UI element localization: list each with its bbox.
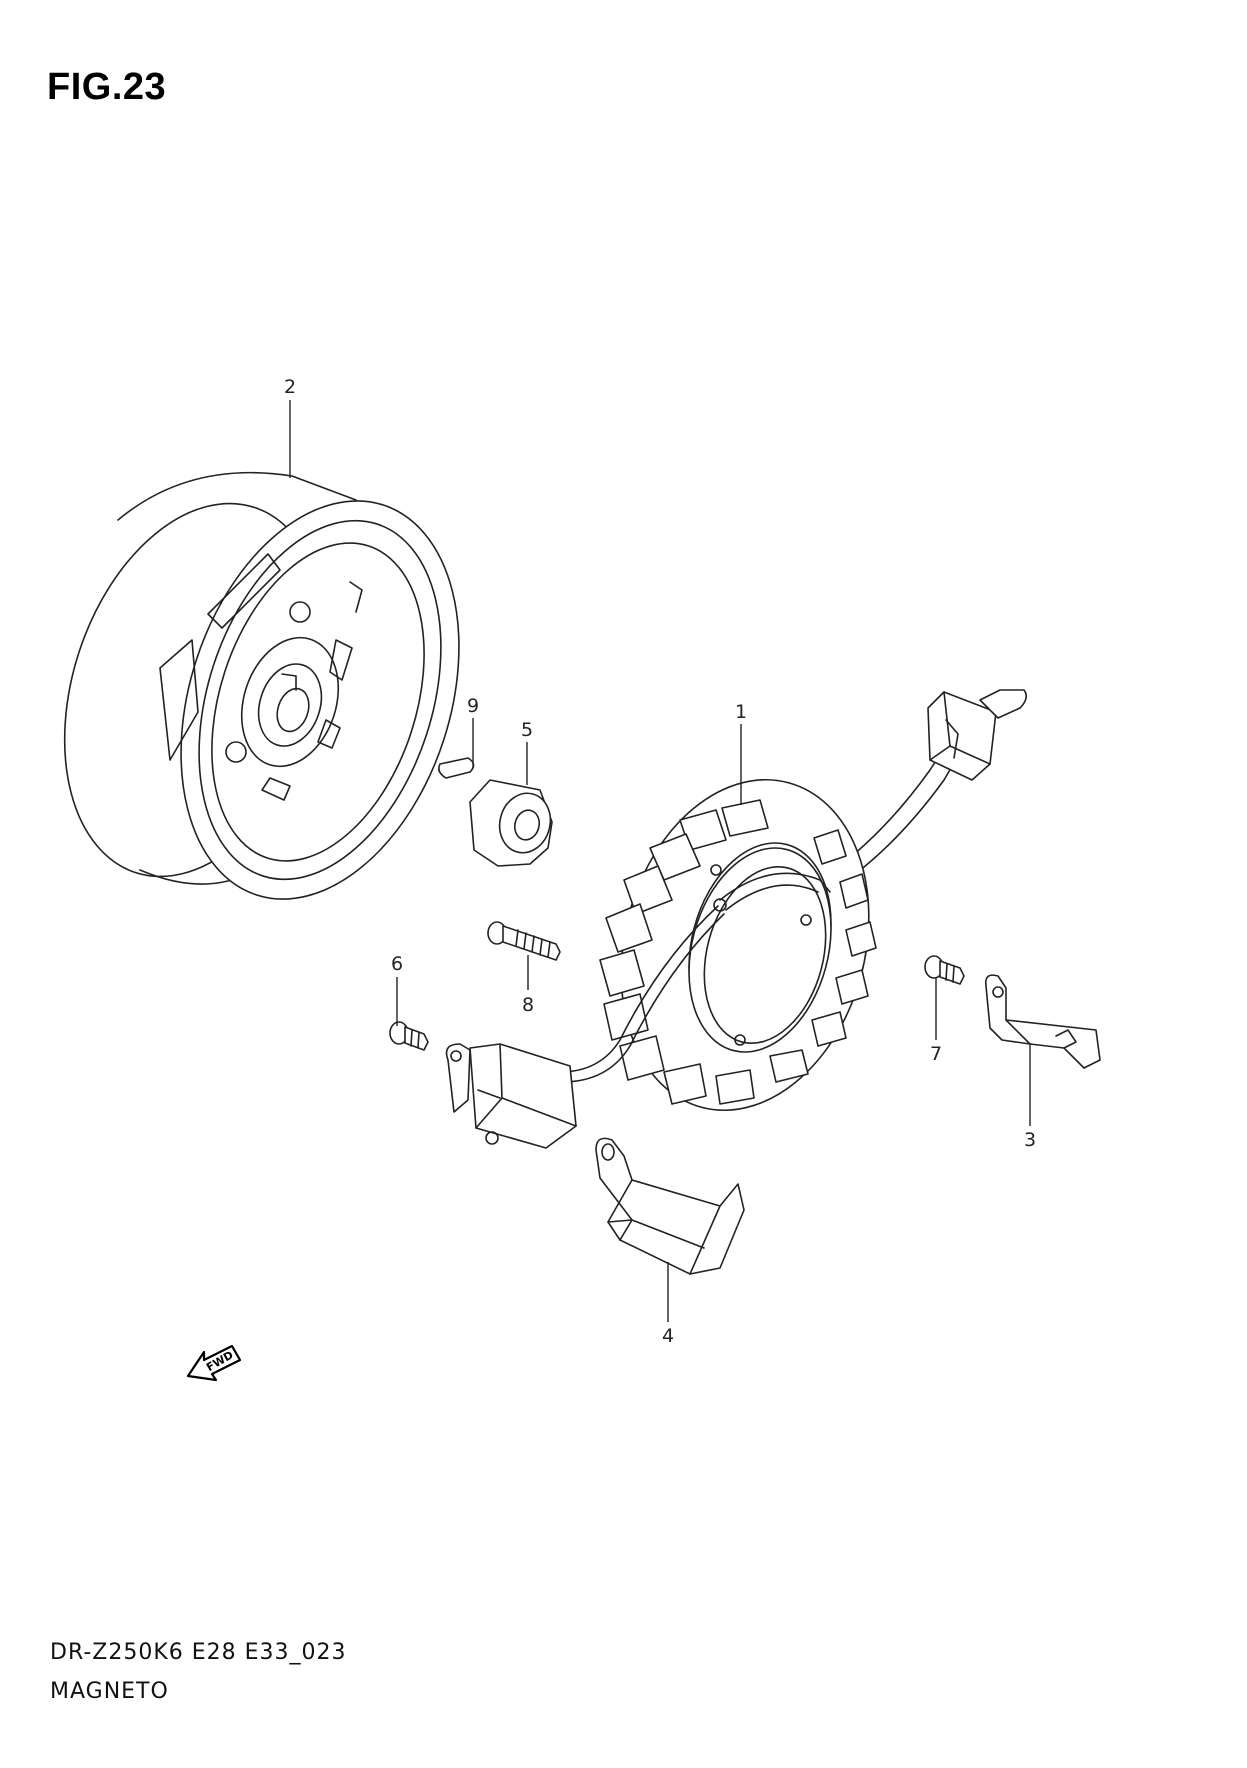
key-drawing — [438, 757, 475, 779]
clamp-4-drawing — [595, 1137, 745, 1275]
callout-3: 3 — [1024, 1129, 1036, 1151]
bolt-6-drawing — [389, 1021, 429, 1051]
pickup-coil-drawing — [445, 1043, 577, 1149]
section-name: MAGNETO — [50, 1679, 169, 1704]
bolt-8-drawing — [487, 921, 561, 961]
stator-drawing — [507, 689, 1028, 1112]
callout-9: 9 — [467, 695, 479, 717]
callout-7: 7 — [930, 1043, 942, 1065]
model-code: DR-Z250K6 E28 E33_023 — [50, 1640, 347, 1665]
figure-title: FIG.23 — [47, 66, 167, 108]
callout-2: 2 — [284, 376, 296, 398]
forward-arrow-icon: FWD — [186, 1344, 242, 1382]
callout-8: 8 — [522, 994, 534, 1016]
nut-drawing — [469, 779, 553, 867]
callout-5: 5 — [521, 719, 533, 741]
callout-6: 6 — [391, 953, 403, 975]
bolt-7-drawing — [924, 955, 965, 985]
rotor-drawing — [63, 471, 460, 900]
callout-1: 1 — [735, 701, 747, 723]
callout-4: 4 — [662, 1325, 674, 1347]
clamp-3-drawing — [984, 974, 1101, 1069]
